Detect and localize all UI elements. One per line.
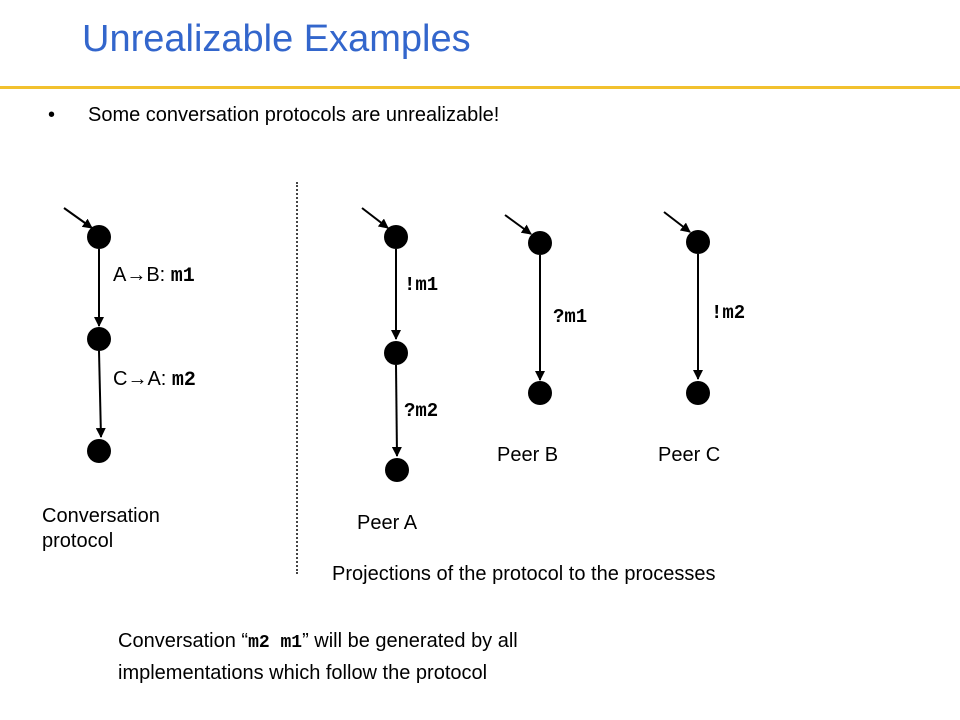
protocol-state-1 [87,225,111,249]
footer-line-2: implementations which follow the protoco… [118,662,488,684]
peer-c-start-arrow [663,211,691,233]
bullet-text: Some conversation protocols are unrealiz… [88,104,500,126]
peer-a-edge-1-label: !m1 [404,274,439,296]
peer-b-state-2 [528,381,552,405]
protocol-start-arrow [63,207,93,229]
protocol-caption-line-2: protocol [42,530,114,552]
footer-text-start: Conversation “ [118,630,249,652]
protocol-caption-line-1: Conversation [42,505,160,527]
peer-a-state-1 [384,225,408,249]
edge-1-arrow-icon: → [126,264,147,286]
bullet-item: • Some conversation protocols are unreali… [48,104,499,127]
edge-2-message: m2 [171,369,196,392]
edge-1-receiver: B: [146,264,171,286]
protocol-state-3 [87,439,111,463]
bullet-dot: • [48,104,56,126]
dotted-divider [296,182,298,574]
peer-a-state-2 [384,341,408,365]
protocol-caption: Conversation protocol [42,504,160,554]
peer-b-state-1 [528,231,552,255]
peer-a-edge-2 [391,364,402,457]
peer-c-state-1 [686,230,710,254]
peer-a-edge-2-label: ?m2 [404,400,439,422]
footer-note: Conversation “m2 m1” will be generated b… [118,626,518,688]
footer-conversation: m2 m1 [248,633,303,653]
peer-b-diagram [504,214,552,405]
edge-2-sender: C [113,368,128,390]
peer-a-start-arrow [361,207,389,229]
peer-a-diagram [361,207,409,482]
peer-c-diagram [663,211,710,405]
protocol-edge-1-label: A→B: m1 [113,264,195,288]
edge-2-receiver: A: [147,368,172,390]
peer-a-name: Peer A [357,512,418,534]
footer-line-1: Conversation “m2 m1” will be generated b… [118,626,518,658]
edge-1-message: m1 [170,265,195,288]
protocol-state-2 [87,327,111,351]
peer-b-edge-1-label: ?m1 [553,306,588,328]
edge-1-sender: A [113,264,127,286]
title-underline [0,86,960,89]
peer-c-name: Peer C [658,444,721,466]
peer-b-start-arrow [504,214,532,235]
peer-a-state-3 [385,458,409,482]
slide-title: Unrealizable Examples [82,18,471,60]
peer-c-edge-1-label: !m2 [711,302,746,324]
protocol-edge-2-label: C→A: m2 [113,368,196,392]
peer-b-name: Peer B [497,444,559,466]
peer-c-state-2 [686,381,710,405]
protocol-edge-2 [95,350,106,438]
footer-text-end: ” will be generated by all [302,630,518,652]
projections-caption: Projections of the protocol to the proce… [332,563,716,585]
protocol-diagram [63,207,111,463]
edge-2-arrow-icon: → [127,368,148,390]
